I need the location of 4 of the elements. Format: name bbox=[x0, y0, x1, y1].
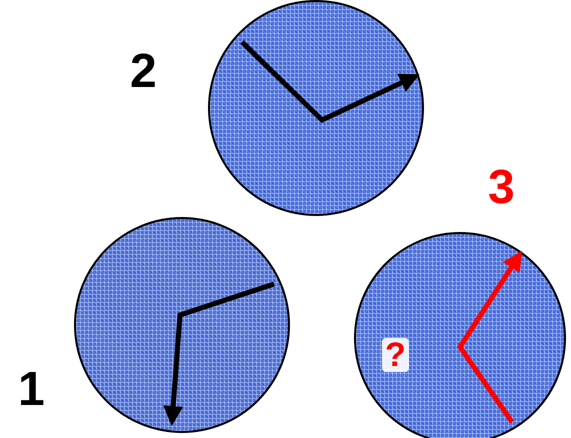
question-mark: ? bbox=[382, 338, 409, 372]
number-label: 3 bbox=[488, 164, 515, 212]
number-label: 1 bbox=[18, 366, 45, 414]
number-label: 2 bbox=[130, 48, 157, 96]
